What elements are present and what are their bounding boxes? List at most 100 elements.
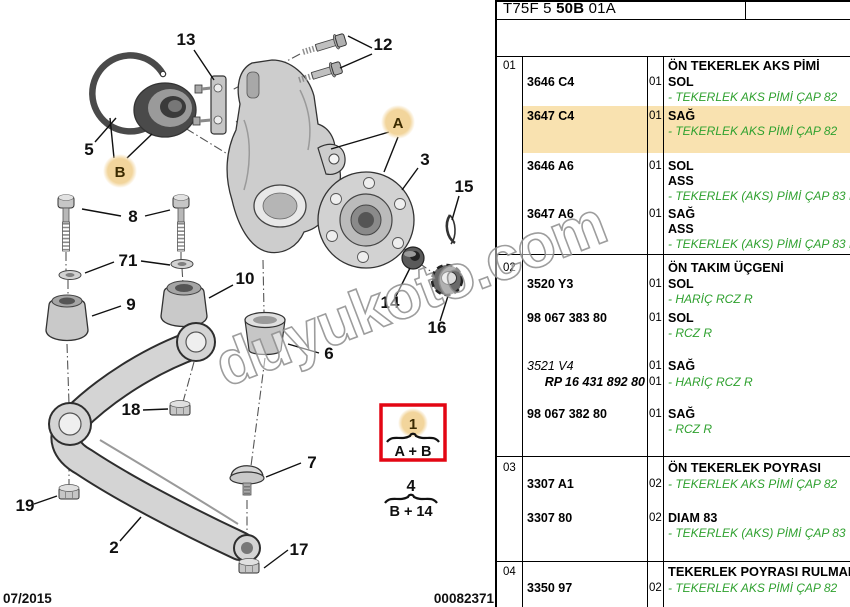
selected-row-highlight[interactable] <box>523 106 850 153</box>
part-number[interactable]: 3647 A6 <box>527 207 574 221</box>
table-border <box>522 56 523 607</box>
part-note: - TEKERLEK AKS PİMİ ÇAP 82 <box>668 90 838 104</box>
washer-part <box>170 259 194 269</box>
part-number[interactable]: RP 16 431 892 80 <box>544 375 645 389</box>
part-number[interactable]: 3520 Y3 <box>527 277 574 291</box>
group-ref: 03 <box>503 462 516 474</box>
callout-12: 12 <box>374 35 393 54</box>
part-note: - TEKERLEK AKS PİMİ ÇAP 82 <box>668 124 838 138</box>
part-desc: ASS <box>668 174 694 188</box>
bolt-part <box>173 195 189 252</box>
part-note: - TEKERLEK AKS PİMİ ÇAP 82 <box>668 581 838 595</box>
part-number[interactable]: 3307 80 <box>527 511 573 525</box>
callout-15: 15 <box>455 177 474 196</box>
leader-lines <box>33 35 460 569</box>
page-code: T75F 5 50B 01A <box>503 0 616 17</box>
part-number[interactable]: 3646 A6 <box>527 159 574 173</box>
part-note: - HARİÇ RCZ R <box>668 292 753 306</box>
part-qty: 02 <box>649 478 662 490</box>
group-title: TEKERLEK POYRASI RULMANI <box>668 564 850 579</box>
panel-divider <box>495 0 497 607</box>
table-border <box>497 19 850 20</box>
clip-part <box>445 214 456 245</box>
part-number[interactable]: 3307 A1 <box>527 477 574 491</box>
callout-8: 8 <box>128 207 137 226</box>
combo-1-formula: A + B <box>395 444 432 460</box>
part-qty: 01 <box>649 278 662 290</box>
table-border <box>497 56 850 57</box>
callout-5: 5 <box>84 140 93 159</box>
wheel-hub-part <box>317 171 415 269</box>
part-desc: SAĞ <box>668 407 696 421</box>
callout-17: 17 <box>290 540 309 559</box>
part-number[interactable]: 3521 V4 <box>527 359 574 373</box>
marker-a-label: A <box>393 115 404 132</box>
balljoint-part <box>229 465 265 496</box>
part-qty: 01 <box>649 312 662 324</box>
part-qty: 02 <box>649 582 662 594</box>
group-ref: 01 <box>503 60 516 72</box>
part-qty: 01 <box>649 408 662 420</box>
part-note: - HARİÇ RCZ R <box>668 375 753 389</box>
part-number[interactable]: 98 067 382 80 <box>527 407 607 421</box>
part-desc: SAĞ <box>668 109 696 123</box>
nut-part <box>169 400 191 416</box>
combo-4-group: 4 B + 14 <box>383 478 439 520</box>
part-number[interactable]: 3350 97 <box>527 581 573 595</box>
callout-18: 18 <box>122 400 141 419</box>
callout-6: 6 <box>324 344 333 363</box>
part-note: - TEKERLEK AKS PİMİ ÇAP 82 <box>668 477 838 491</box>
part-desc: SOL <box>668 159 694 173</box>
callout-9: 9 <box>126 295 135 314</box>
callout-2: 2 <box>109 538 118 557</box>
wheel-bearing-part <box>133 82 197 138</box>
marker-b-label: B <box>115 164 126 181</box>
part-number[interactable]: 3647 C4 <box>527 109 575 123</box>
callout-71: 71 <box>119 251 138 270</box>
callout-19: 19 <box>16 496 35 515</box>
diagram-callouts: 13 12 5 3 15 8 71 9 10 14 16 6 18 7 19 2… <box>16 30 474 559</box>
lock-ring-part <box>430 263 464 297</box>
part-note: - RCZ R <box>668 422 712 436</box>
group-title: ÖN TAKIM ÜÇGENİ <box>668 260 784 275</box>
part-number[interactable]: 98 067 383 80 <box>527 311 607 325</box>
balljoint-cup-part <box>244 311 286 356</box>
bushing-part <box>160 280 208 328</box>
nut-part <box>238 558 260 574</box>
part-qty: 01 <box>649 76 662 88</box>
bolt-part <box>298 61 343 83</box>
combo-1-number: 1 <box>409 416 417 433</box>
part-note: - TEKERLEK (AKS) PİMİ ÇAP 83 <box>668 526 846 540</box>
control-arm-part <box>48 322 261 562</box>
part-note: - TEKERLEK (AKS) PİMİ ÇAP 83 H <box>668 237 850 251</box>
combo-4-formula: B + 14 <box>389 504 432 520</box>
part-desc: DIAM 83 <box>668 511 718 525</box>
part-desc: SOL <box>668 277 694 291</box>
marker-a: A <box>381 105 415 139</box>
footer-date: 07/2015 <box>3 591 52 606</box>
combo-1-box: 1 A + B <box>379 403 447 462</box>
group-title: ÖN TEKERLEK POYRASI <box>668 460 821 475</box>
bracket-part <box>192 75 227 135</box>
footer-doc-number: 00082371 <box>434 591 495 606</box>
part-desc: SOL <box>668 311 694 325</box>
parts-diagram: 13 12 5 3 15 8 71 9 10 14 16 6 18 7 19 2… <box>3 30 495 606</box>
part-qty: 01 <box>649 208 662 220</box>
callout-13: 13 <box>177 30 196 49</box>
part-note: - TEKERLEK (AKS) PİMİ ÇAP 83 H <box>668 189 850 203</box>
table-border <box>497 0 850 2</box>
callout-16: 16 <box>428 318 447 337</box>
callout-14: 14 <box>381 293 400 312</box>
part-desc: ASS <box>668 222 694 236</box>
part-qty: 01 <box>649 376 662 388</box>
nut-part <box>58 484 80 500</box>
table-border <box>647 56 648 607</box>
steering-knuckle-part <box>226 59 346 254</box>
table-border <box>497 254 850 255</box>
part-number[interactable]: 3646 C4 <box>527 75 575 89</box>
table-border <box>497 561 850 562</box>
bushing-part <box>45 294 89 342</box>
page-code-bold: 50B <box>556 0 585 17</box>
table-border <box>663 56 664 607</box>
